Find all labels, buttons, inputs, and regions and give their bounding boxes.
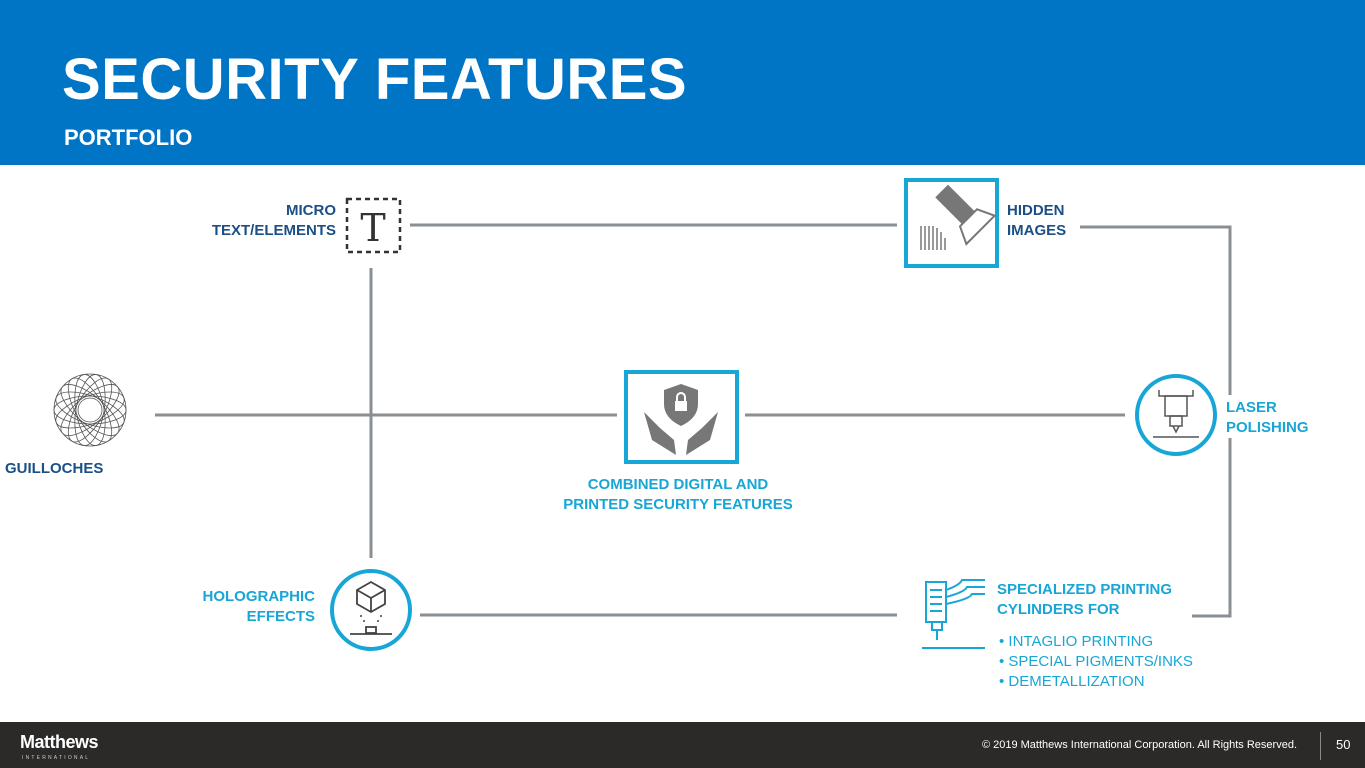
laser-icon — [1135, 374, 1217, 456]
copyright: © 2019 Matthews International Corporatio… — [981, 739, 1297, 751]
label-line: EFFECTS — [246, 608, 315, 625]
page-title: SECURITY FEATURES — [62, 47, 688, 112]
hologram-cube-icon — [330, 569, 412, 651]
page-number: 50 — [1336, 737, 1351, 752]
specialized-cylinders-label: SPECIALIZED PRINTING CYLINDERS FOR — [997, 580, 1172, 620]
label-line: IMAGES — [1007, 222, 1067, 239]
label-line: HIDDEN — [1007, 202, 1065, 219]
divider — [1320, 732, 1321, 760]
label-line: POLISHING — [1226, 419, 1309, 436]
footer: Matthews INTERNATIONAL © 2019 Matthews I… — [0, 722, 1365, 768]
bullet-list: • INTAGLIO PRINTING • SPECIAL PIGMENTS/I… — [999, 632, 1193, 692]
page-subtitle: PORTFOLIO — [64, 125, 193, 150]
bullet-item: • DEMETALLIZATION — [999, 673, 1145, 690]
label-line: HOLOGRAPHIC — [202, 588, 316, 605]
guilloches-label: GUILLOCHES — [5, 460, 104, 477]
text-t-icon: T — [345, 197, 402, 254]
micro-text-label: MICRO TEXT/ELEMENTS — [180, 201, 336, 241]
bullet-item: • SPECIAL PIGMENTS/INKS — [999, 653, 1193, 670]
laser-polishing-label: LASER POLISHING — [1226, 398, 1309, 438]
header-bar: SECURITY FEATURES PORTFOLIO — [0, 0, 1365, 165]
printing-machine-icon — [922, 579, 985, 649]
diagram: T — [53, 178, 1232, 651]
label-line: CYLINDERS FOR — [997, 601, 1120, 618]
label-line: LASER — [1226, 399, 1277, 416]
matthews-logo: Matthews — [20, 732, 99, 752]
label-line: COMBINED DIGITAL AND — [587, 476, 769, 493]
label-line: MICRO — [286, 202, 336, 219]
holographic-effects-label: HOLOGRAPHIC EFFECTS — [150, 587, 316, 627]
connector-lines — [155, 223, 1232, 618]
combined-features-label: COMBINED DIGITAL AND PRINTED SECURITY FEA… — [528, 475, 828, 515]
guilloche-icon — [53, 373, 127, 447]
svg-text:T: T — [360, 206, 385, 250]
flashlight-icon — [904, 178, 999, 268]
bullet-item: • INTAGLIO PRINTING — [999, 633, 1154, 650]
hidden-images-label: HIDDEN IMAGES — [1007, 201, 1066, 241]
label-line: TEXT/ELEMENTS — [211, 222, 336, 239]
label-line: PRINTED SECURITY FEATURES — [563, 496, 793, 513]
label-line: SPECIALIZED PRINTING — [997, 581, 1173, 598]
shield-hands-icon — [624, 370, 739, 464]
logo-subtext: INTERNATIONAL — [22, 755, 91, 761]
